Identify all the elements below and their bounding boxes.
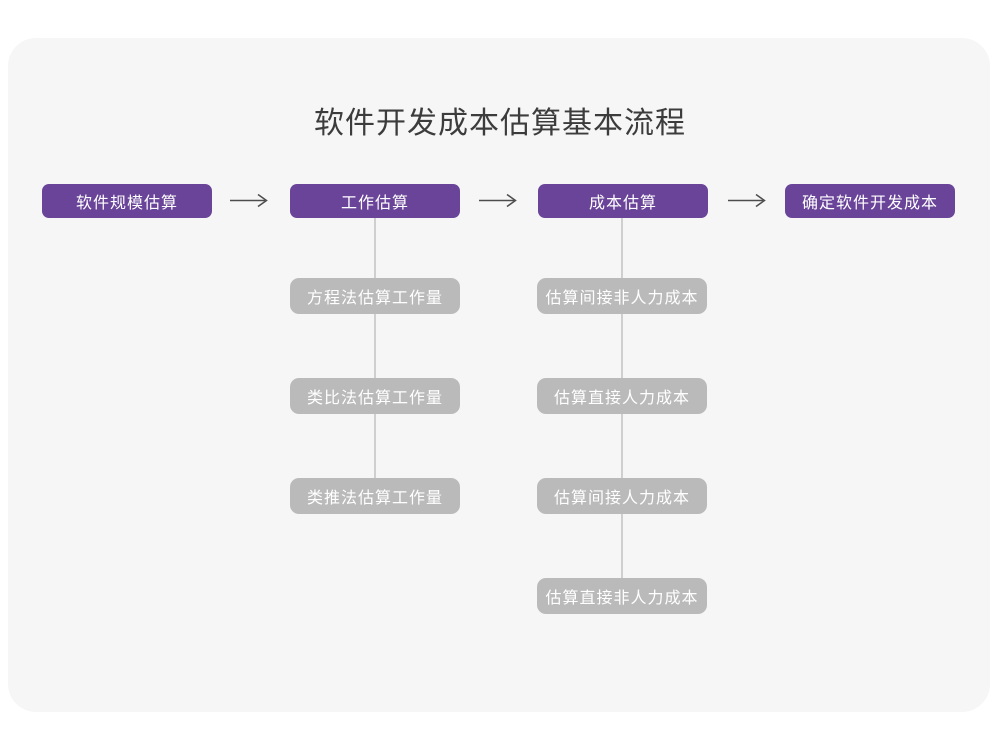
diagram-title: 软件开发成本估算基本流程 — [314, 106, 686, 141]
sub-node-equation-method: 方程法估算工作量 — [290, 278, 460, 314]
flow-node-software-scale-estimation: 软件规模估算 — [42, 184, 212, 218]
flow-node-work-estimation: 工作估算 — [290, 184, 460, 218]
sub-node-comparison-method: 类比法估算工作量 — [290, 378, 460, 414]
right-arrow-icon — [479, 193, 517, 208]
flow-node-cost-estimation: 成本估算 — [538, 184, 708, 218]
sub-node-direct-non-labor-cost: 估算直接非人力成本 — [537, 578, 707, 614]
flow-node-determine-software-dev-cost: 确定软件开发成本 — [785, 184, 955, 218]
right-arrow-icon — [230, 193, 268, 208]
sub-node-indirect-labor-cost: 估算间接人力成本 — [537, 478, 707, 514]
connector-line-work-estimation — [374, 218, 376, 478]
sub-node-indirect-non-labor-cost: 估算间接非人力成本 — [537, 278, 707, 314]
right-arrow-icon — [728, 193, 766, 208]
sub-node-direct-labor-cost: 估算直接人力成本 — [537, 378, 707, 414]
diagram-canvas — [8, 38, 990, 712]
sub-node-analogy-method: 类推法估算工作量 — [290, 478, 460, 514]
